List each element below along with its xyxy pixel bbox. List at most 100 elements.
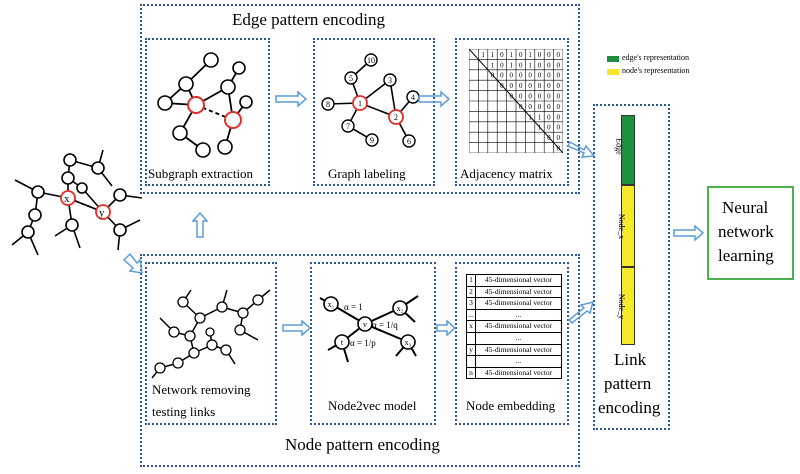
removing-network-nodes xyxy=(154,294,264,374)
labeling-box xyxy=(313,38,435,186)
embedding-row-id xyxy=(467,356,476,367)
matrix-cell: 0 xyxy=(528,82,532,90)
embedding-row-id: x xyxy=(467,321,476,332)
removing-label-2: testing links xyxy=(152,404,216,419)
matrix-cell: 0 xyxy=(557,72,561,80)
matrix-cell: 0 xyxy=(547,93,551,101)
embedding-row-id: ... xyxy=(467,309,476,321)
subgraph-nodes xyxy=(157,52,253,158)
matrix-cell: 0 xyxy=(547,51,551,59)
matrix-cell: 0 xyxy=(557,134,561,142)
neural-network-box xyxy=(707,186,794,280)
embedding-row-vector: ... xyxy=(515,356,522,366)
link-label-2: pattern xyxy=(604,374,652,393)
svg-text:3: 3 xyxy=(388,76,392,85)
svg-text:9: 9 xyxy=(370,136,374,145)
arrow-embedding-to-link xyxy=(567,300,595,325)
left-node-y-text: y xyxy=(99,207,105,219)
node2vec-node-labels: x₁ v x₂ t x₃ xyxy=(328,300,412,347)
matrix-cell: 0 xyxy=(538,93,542,101)
subgraph-label: Subgraph extraction xyxy=(148,166,254,181)
matrix-cell: 0 xyxy=(557,51,561,59)
embedding-row-vector: 45-dimensional vector xyxy=(484,275,553,284)
node2vec-label: Node2vec model xyxy=(328,398,417,413)
left-network-nodes xyxy=(21,153,127,239)
matrix-cell: 1 xyxy=(528,61,532,69)
matrix-cell: 0 xyxy=(557,93,561,101)
matrix-cell: 0 xyxy=(500,72,504,80)
matrix-cell: 0 xyxy=(519,72,523,80)
matrix-cell: 0 xyxy=(519,103,523,111)
legend-edge-swatch xyxy=(607,56,619,62)
matrix-cell: 0 xyxy=(510,93,514,101)
svg-text:6: 6 xyxy=(407,137,411,146)
matrix-cell: 1 xyxy=(481,51,485,59)
matrix-cell: 0 xyxy=(510,72,514,80)
matrix-cell: 0 xyxy=(538,61,542,69)
edge-pattern-panel xyxy=(140,4,580,194)
embedding-row-vector: ... xyxy=(515,332,522,342)
left-node-y xyxy=(95,204,111,220)
embedding-row-vector: 45-dimensional vector xyxy=(484,344,553,354)
matrix-cell: 1 xyxy=(491,51,495,59)
svg-text:10: 10 xyxy=(367,56,375,65)
embedding-row: ... xyxy=(466,356,562,368)
removing-label-1: Network removing xyxy=(152,382,251,397)
matrix-cell: 0 xyxy=(557,145,561,153)
left-network xyxy=(11,149,143,256)
matrix-cell: 1 xyxy=(528,113,532,121)
matrix-cell: 0 xyxy=(519,93,523,101)
matrix-cell: 0 xyxy=(500,51,504,59)
svg-text:7: 7 xyxy=(346,122,350,131)
matrix-cell: 1 xyxy=(510,61,514,69)
svg-text:v: v xyxy=(363,320,367,329)
matrix-cell: 0 xyxy=(538,103,542,111)
matrix-cell: 0 xyxy=(547,72,551,80)
subgraph-box xyxy=(145,38,270,186)
alpha-p: α = 1/p xyxy=(350,338,376,348)
labeling-numbers: 10 5 3 1 4 8 7 2 9 6 xyxy=(326,56,415,146)
flow-arrows xyxy=(122,90,705,337)
embedding-row-id: 2 xyxy=(467,286,476,298)
matrix-cell: 1 xyxy=(510,51,514,59)
matrix-cell: 0 xyxy=(557,61,561,69)
matrix-cell: 0 xyxy=(547,61,551,69)
arrow-link-to-neural xyxy=(673,224,705,242)
embedding-row-id: y xyxy=(467,344,476,356)
svg-text:t: t xyxy=(341,338,344,347)
matrix-cell: 0 xyxy=(547,82,551,90)
matrix-cell: 0 xyxy=(538,72,542,80)
matrix-cell: 1 xyxy=(538,124,542,132)
matrix-cell: 0 xyxy=(510,82,514,90)
legend-node-text: node's representation xyxy=(622,66,690,75)
embedding-row: ...... xyxy=(466,309,562,322)
left-node-x-text: x xyxy=(64,193,70,205)
matrix-cell: 0 xyxy=(519,61,523,69)
embedding-row-vector: 45-dimensional vector xyxy=(484,321,553,331)
alpha-q: α = 1/q xyxy=(372,320,398,330)
svg-text:5: 5 xyxy=(349,74,353,83)
arrow-network-to-removing xyxy=(122,252,143,274)
embedding-label: Node embedding xyxy=(466,398,556,413)
embedding-row-vector: ... xyxy=(515,309,522,319)
svg-text:x₃: x₃ xyxy=(405,338,412,347)
arrow-subgraph-to-labeling xyxy=(275,90,308,108)
matrix-cell: 0 xyxy=(538,82,542,90)
matrix-cell: 0 xyxy=(547,134,551,142)
bar-node-x-segment xyxy=(621,185,635,267)
matrix-cell: 1 xyxy=(538,113,542,121)
left-node-x xyxy=(60,190,76,206)
matrix-cell: 0 xyxy=(557,113,561,121)
matrix-cell: 0 xyxy=(491,72,495,80)
alpha-one: α = 1 xyxy=(344,302,363,312)
embedding-row-id: n xyxy=(467,367,476,379)
matrix-cell: 0 xyxy=(557,82,561,90)
svg-text:4: 4 xyxy=(411,93,415,102)
matrix-cell: 0 xyxy=(547,113,551,121)
embedding-row-id: 1 xyxy=(467,275,476,286)
legend-edge-text: edge's representation xyxy=(622,53,689,62)
